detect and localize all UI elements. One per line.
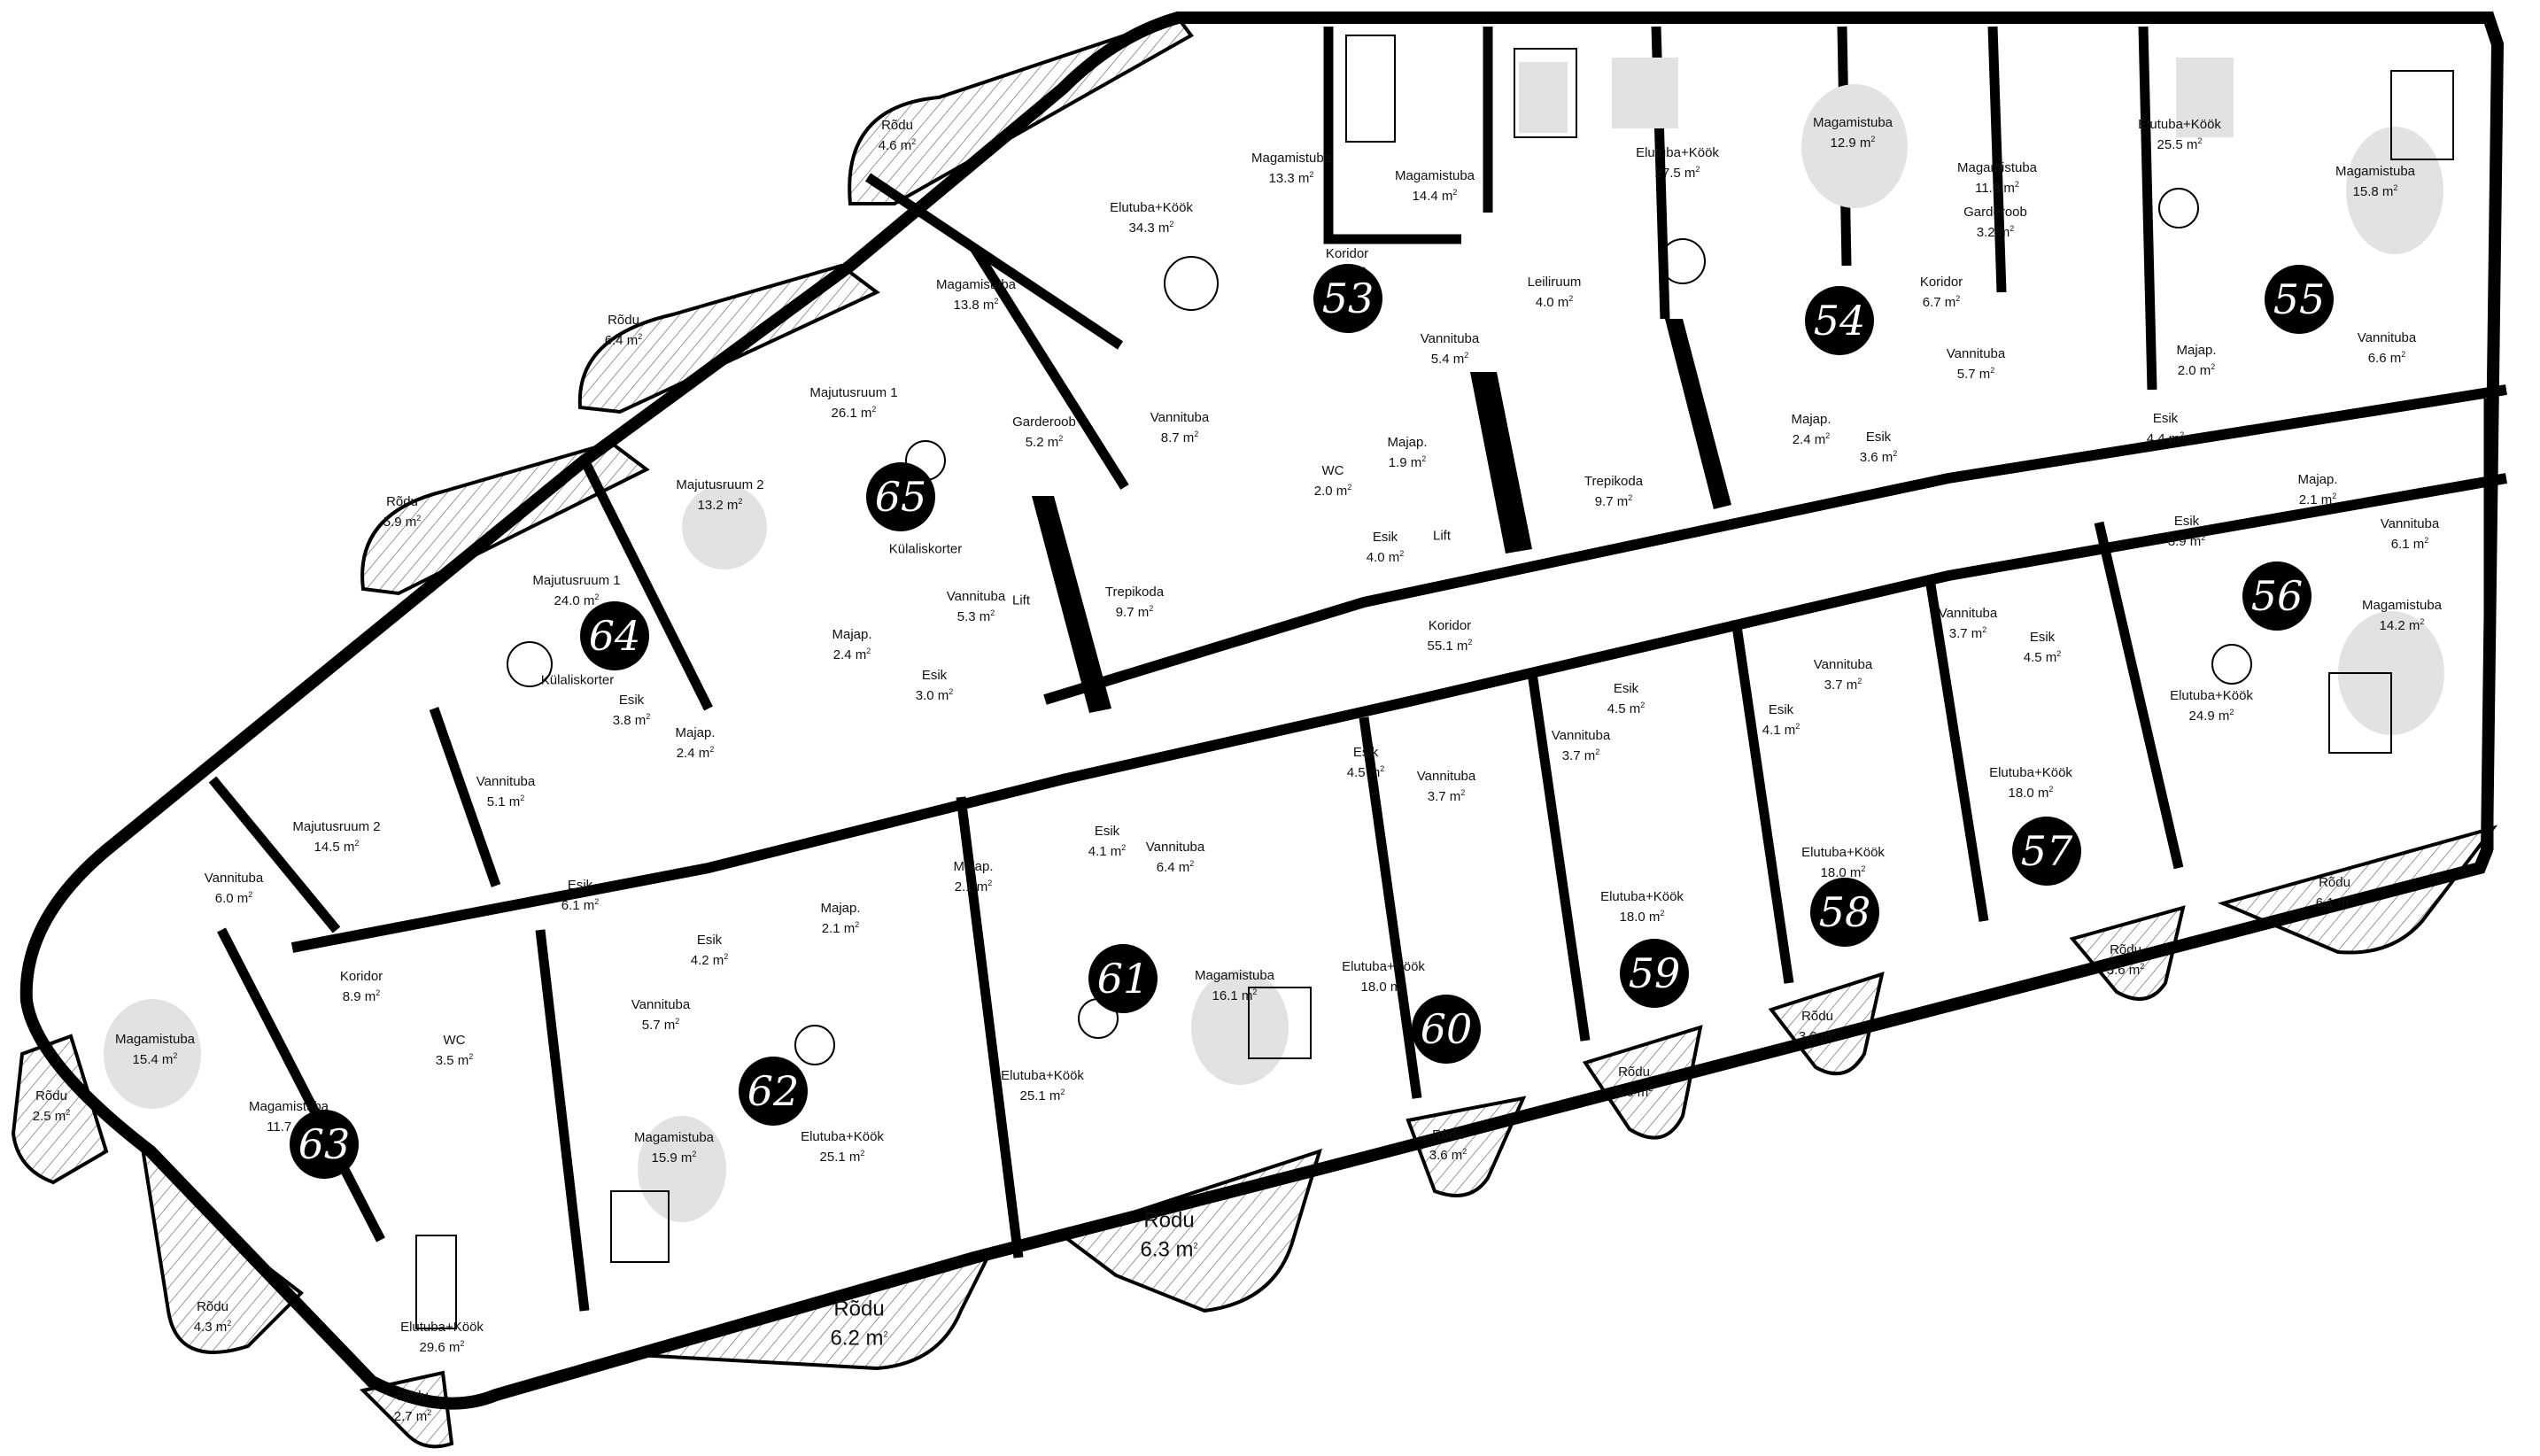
apartment-number-badge[interactable]: 65 — [866, 462, 935, 531]
furniture — [415, 35, 2454, 1329]
guest-apartment-label: Külaliskorter — [540, 672, 615, 688]
apartment-number-badge[interactable]: 59 — [1620, 939, 1689, 1008]
partition-walls — [208, 26, 2494, 1312]
apartment-number-badge[interactable]: 60 — [1412, 995, 1481, 1064]
apartment-number-badge[interactable]: 63 — [290, 1110, 359, 1179]
apartment-number-badge[interactable]: 53 — [1313, 264, 1382, 333]
apartment-number-badge[interactable]: 54 — [1805, 286, 1874, 355]
apartment-number-badge[interactable]: 62 — [739, 1057, 808, 1126]
apartment-number-badge[interactable]: 55 — [2265, 265, 2334, 334]
apartment-number-badge[interactable]: 56 — [2242, 561, 2312, 631]
apartment-number-badge[interactable]: 57 — [2012, 817, 2081, 886]
outer-walls — [19, 11, 2505, 1410]
apartment-number-badge[interactable]: 58 — [1810, 878, 1879, 947]
guest-apartment-label: Külaliskorter — [888, 541, 963, 557]
apartment-number-badge[interactable]: 64 — [580, 601, 649, 670]
apartment-number-badge[interactable]: 61 — [1088, 944, 1158, 1013]
shaded-areas — [104, 58, 2444, 1222]
corridor-walls — [290, 319, 2508, 953]
